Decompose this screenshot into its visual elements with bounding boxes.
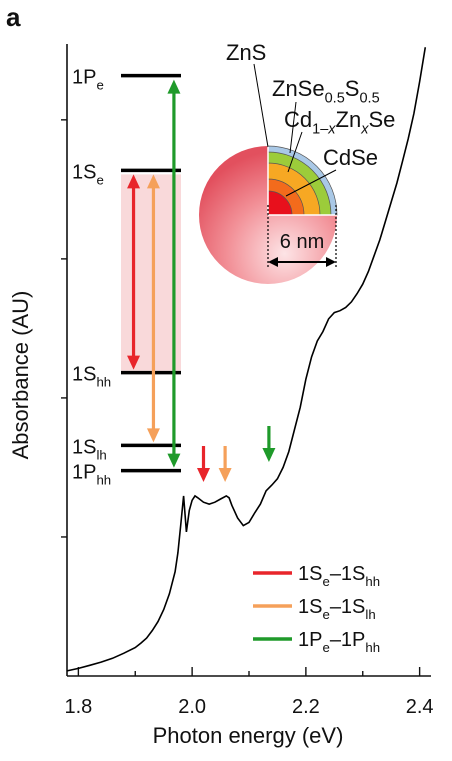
transition-arrowhead-up-0 — [127, 174, 141, 189]
layer-leader-0 — [253, 63, 269, 148]
layer-label-2: Cd1–xZnxSe — [284, 107, 395, 138]
dimension-arrowhead-right — [326, 257, 336, 267]
x-tick-marks — [77, 667, 421, 676]
layer-label-3: CdSe — [323, 145, 378, 170]
y-axis-label: Absorbance (AU) — [8, 291, 33, 460]
transition-arrowhead-up-1 — [146, 174, 160, 189]
x-axis-label: Photon energy (eV) — [153, 723, 344, 748]
dimension-arrowhead-left — [268, 257, 278, 267]
sphere-layer-4 — [267, 190, 293, 216]
x-tick-label-0: 1.8 — [64, 696, 92, 718]
panel-label: a — [6, 2, 21, 32]
x-tick-labels: 1.8 2.0 2.2 2.4 — [64, 696, 433, 718]
energy-level-label-3: 1Slh — [72, 436, 107, 462]
energy-level-label-1: 1Se — [72, 161, 104, 187]
absorbance-curve — [66, 47, 427, 672]
layer-label-0: ZnS — [226, 40, 266, 65]
peak-arrowhead-1 — [218, 468, 232, 482]
transition-arrowhead-up-2 — [167, 79, 181, 94]
legend-label-2: 1Pe–1Phh — [298, 629, 380, 655]
transition-arrowhead-down-0 — [127, 355, 141, 370]
legend-label-0: 1Se–1Shh — [298, 563, 380, 589]
transition-highlight-band — [121, 174, 181, 371]
peak-arrowhead-2 — [262, 448, 276, 462]
peak-arrowhead-0 — [197, 468, 210, 482]
transition-arrowhead-down-2 — [167, 453, 181, 468]
x-tick-label-3: 2.4 — [406, 696, 434, 718]
x-tick-label-2: 2.2 — [292, 696, 320, 718]
peak-markers — [197, 426, 276, 482]
layer-leader-1 — [289, 101, 297, 154]
energy-level-label-0: 1Pe — [72, 67, 104, 93]
nanocrystal-dimension: 6 nm — [267, 205, 337, 268]
energy-level-label-2: 1Shh — [72, 364, 111, 390]
transition-arrows — [127, 79, 181, 468]
energy-level-label-4: 1Phh — [72, 462, 111, 488]
transition-arrowhead-down-1 — [146, 428, 160, 443]
layer-leader-3 — [285, 169, 337, 197]
x-tick-label-1: 2.0 — [178, 696, 206, 718]
layer-leader-2 — [287, 131, 303, 173]
y-tick-marks — [61, 119, 67, 538]
legend-label-1: 1Se–1Slh — [298, 596, 376, 622]
dimension-label: 6 nm — [280, 231, 324, 253]
layer-label-1: ZnSe0.5S0.5 — [272, 76, 380, 107]
legend: 1Se–1Shh 1Se–1Slh 1Pe–1Phh — [253, 563, 380, 655]
